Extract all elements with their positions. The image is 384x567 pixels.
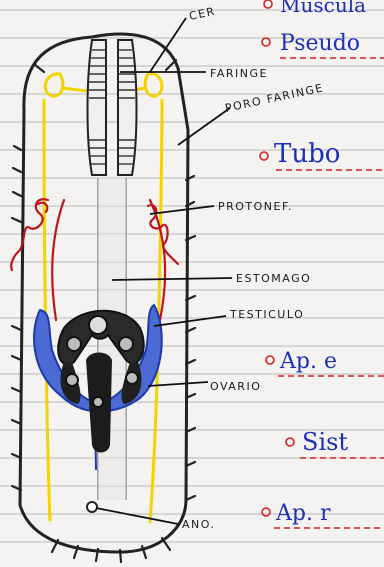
pharynx bbox=[88, 40, 137, 175]
svg-text:Sist: Sist bbox=[302, 428, 348, 456]
svg-text:Ap. r: Ap. r bbox=[275, 501, 331, 526]
label-poro-faringeo: PORO FARINGE bbox=[224, 81, 325, 115]
label-ovario: OVARIO bbox=[210, 380, 261, 393]
svg-text:Muscula: Muscula bbox=[280, 0, 366, 17]
label-protonef: PROTONEF. bbox=[218, 200, 293, 213]
svg-text:Tubo: Tubo bbox=[274, 139, 340, 169]
label-testiculo: TESTICULO bbox=[229, 308, 304, 321]
ovary bbox=[58, 311, 144, 453]
anus bbox=[87, 502, 97, 512]
svg-text:Pseudo: Pseudo bbox=[280, 31, 360, 56]
svg-text:Ap. e: Ap. e bbox=[279, 349, 337, 374]
label-cer: CER bbox=[188, 5, 217, 23]
label-ano: ANO. bbox=[182, 518, 215, 531]
note-tubo: Tubo bbox=[260, 139, 384, 170]
label-estomago: ESTOMAGO bbox=[236, 272, 311, 285]
note-muscular: Muscula bbox=[264, 0, 366, 17]
note-ap-e: Ap. e bbox=[266, 349, 384, 376]
label-faringe: FARINGE bbox=[210, 67, 268, 80]
protonephridia bbox=[11, 199, 178, 320]
note-sist: Sist bbox=[286, 428, 384, 458]
note-pseudo: Pseudo bbox=[262, 31, 384, 58]
